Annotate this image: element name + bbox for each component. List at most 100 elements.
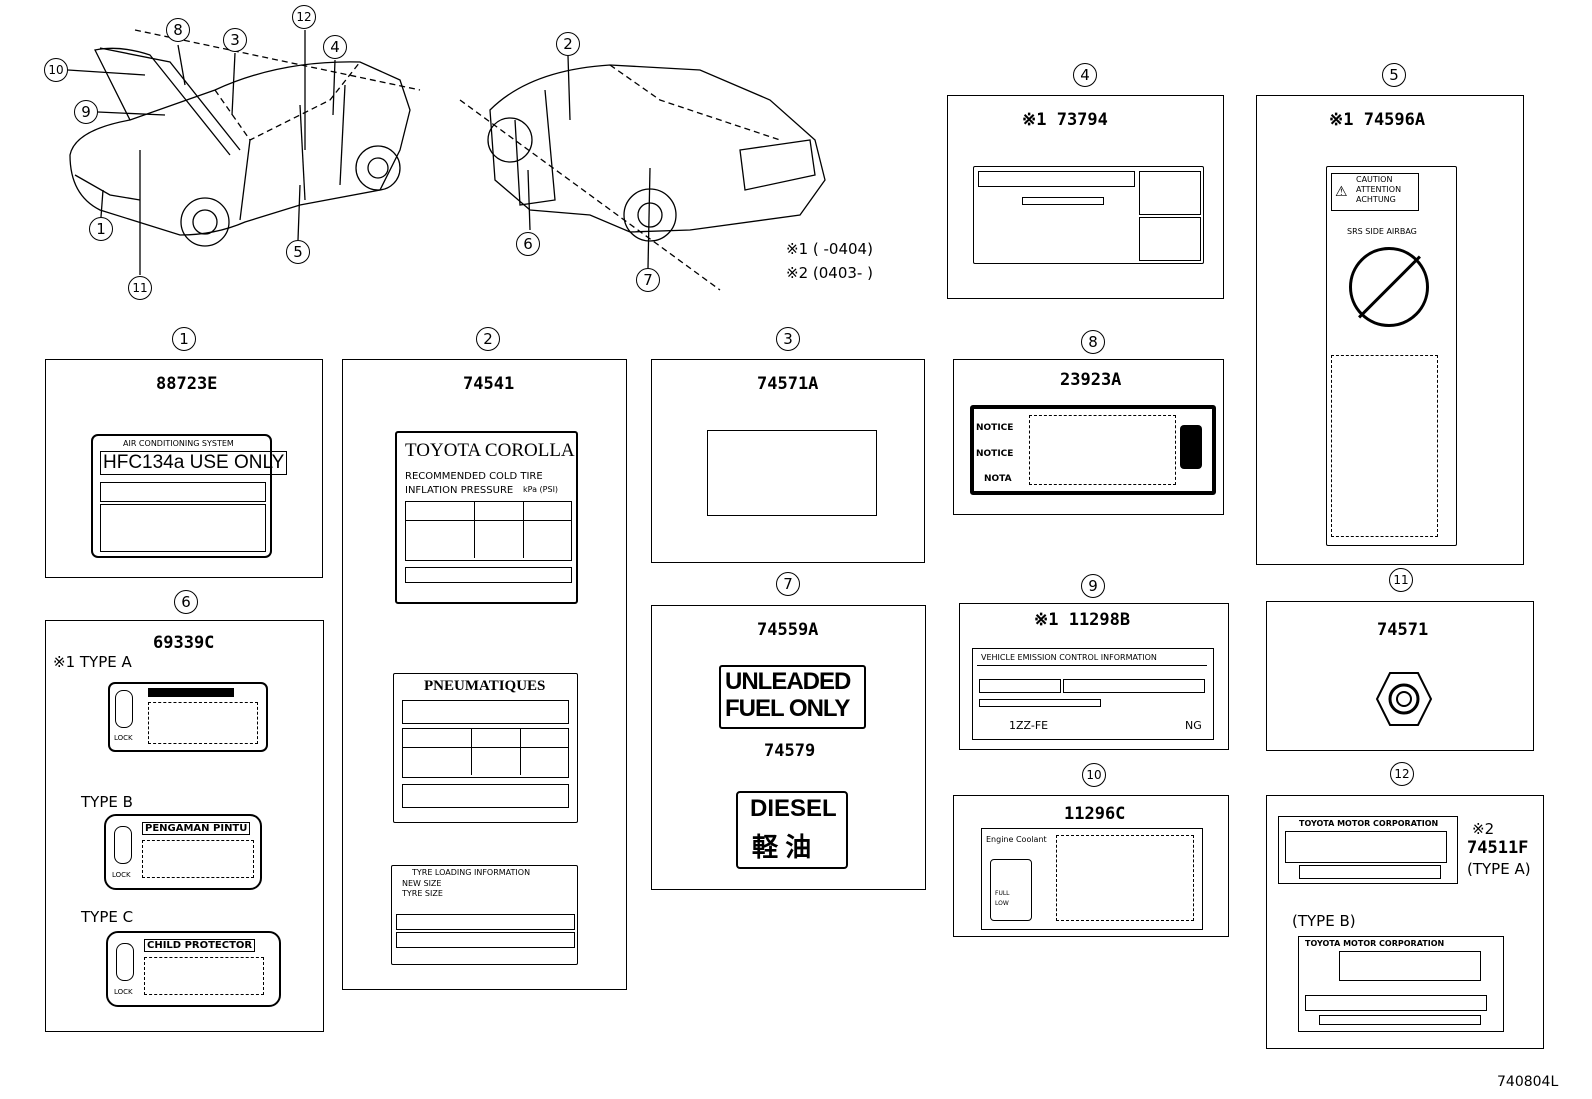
caution-box: CAUTION ATTENTION ACHTUNG ⚠ [1331, 173, 1419, 211]
panel-3-marker: 3 [776, 327, 800, 351]
part-number-74571: 74571 [1377, 620, 1429, 640]
tire-unit: kPa (PSI) [523, 485, 559, 494]
keiyu-text: 軽 油 [752, 832, 812, 862]
note-1: ※1 ( -0404) [786, 240, 873, 258]
pneumatiques-title: PNEUMATIQUES [424, 678, 546, 694]
marker-2[interactable]: 2 [556, 32, 580, 56]
text-line [1022, 197, 1104, 205]
seat-icon [1139, 171, 1201, 215]
marker-7[interactable]: 7 [636, 268, 660, 292]
tyre-row-1: NEW SIZE [402, 879, 442, 888]
label-pneumatiques: PNEUMATIQUES [393, 673, 578, 823]
panel-4-marker: 4 [1073, 63, 1097, 87]
toyota-corolla-title: TOYOTA COROLLA [405, 440, 575, 461]
type-b-lock-text: LOCK [112, 871, 131, 879]
full-text: FULL [995, 890, 1010, 897]
panel-3: 74571A [651, 359, 925, 563]
part-number-88723E: 88723E [156, 374, 218, 394]
panel-7: 74559A UNLEADED FUEL ONLY 74579 DIESEL 軽… [651, 605, 926, 890]
marker-3[interactable]: 3 [223, 28, 247, 52]
unleaded-text: UNLEADED [725, 668, 851, 695]
panel-1: 88723E AIR CONDITIONING SYSTEM HFC134a U… [45, 359, 323, 578]
marker-8[interactable]: 8 [166, 18, 190, 42]
coolant-bottle-icon: FULL LOW [990, 859, 1032, 921]
hex-nut-label-icon [1375, 670, 1433, 728]
label-11298B: VEHICLE EMISSION CONTROL INFORMATION 1ZZ… [972, 648, 1214, 740]
notice-1: NOTICE [976, 423, 1014, 433]
part-number-74541: 74541 [463, 374, 515, 394]
text-area [142, 840, 254, 878]
panel-6: 69339C ※1 TYPE A LOCK TYPE B LOCK PENGAM… [45, 620, 324, 1032]
panel-4: ※1 73794 [947, 95, 1224, 299]
injector-icon [1180, 425, 1202, 469]
tire-line-1: RECOMMENDED COLD TIRE [405, 471, 543, 482]
emission-header: VEHICLE EMISSION CONTROL INFORMATION [981, 653, 1157, 662]
attention-text: ATTENTION [1356, 185, 1402, 194]
label-tyre-loading: TYRE LOADING INFORMATION NEW SIZE TYRE S… [391, 865, 578, 965]
part-number-74579: 74579 [764, 741, 816, 761]
label-73794 [973, 166, 1204, 264]
type-b-label: TYPE B [81, 793, 133, 811]
label-74579: DIESEL 軽 油 [736, 791, 848, 869]
tyre-row-4 [396, 932, 575, 948]
marker-10[interactable]: 10 [44, 58, 68, 82]
tyre-row-3 [396, 914, 575, 930]
warning-triangle-icon: ⚠ [1335, 184, 1348, 200]
label-74571A [707, 430, 877, 516]
thai-text-bar [148, 688, 234, 697]
text-area [148, 702, 258, 744]
marker-5[interactable]: 5 [286, 240, 310, 264]
label-11296C: Engine Coolant FULL LOW [981, 828, 1203, 930]
caution-text: CAUTION [1356, 175, 1393, 184]
panel-1-marker: 1 [172, 327, 196, 351]
type-a-note: (TYPE A) [1467, 860, 1531, 878]
fuel-only-text: FUEL ONLY [725, 695, 850, 722]
maker-text-a: TOYOTA MOTOR CORPORATION [1299, 819, 1439, 828]
text-block [1331, 355, 1438, 537]
row-a [402, 700, 569, 724]
lock-icon [115, 690, 133, 728]
diagram-code: 740804L [1497, 1074, 1559, 1090]
type-b-note: (TYPE B) [1292, 912, 1356, 930]
ac-system-header: AIR CONDITIONING SYSTEM [123, 439, 234, 448]
panel-10-marker: 10 [1082, 763, 1106, 787]
panel-5: ※1 74596A CAUTION ATTENTION ACHTUNG ⚠ SR… [1256, 95, 1524, 565]
ng-code: NG [1185, 719, 1202, 732]
note-2: ※2 (0403- ) [786, 264, 873, 282]
marker-6[interactable]: 6 [516, 232, 540, 256]
tire-line-2: INFLATION PRESSURE [405, 485, 514, 496]
marker-9[interactable]: 9 [74, 100, 98, 124]
label-74511F-type-b: TOYOTA MOTOR CORPORATION [1298, 936, 1504, 1032]
text-area [1029, 415, 1176, 485]
part-number-74596A: ※1 74596A [1329, 110, 1426, 130]
notice-2: NOTICE [976, 449, 1014, 459]
type-c-label: TYPE C [81, 908, 134, 926]
diesel-text: DIESEL [750, 795, 837, 822]
part-number-74571A: 74571A [757, 374, 819, 394]
srs-side-airbag-text: SRS SIDE AIRBAG [1347, 227, 1417, 236]
grid-b [402, 728, 569, 778]
label-23923A: NOTICE NOTICE NOTA [970, 405, 1216, 495]
part-number-74559A: 74559A [757, 620, 819, 640]
text-area [1056, 835, 1194, 921]
panel-8-marker: 8 [1081, 330, 1105, 354]
low-text: LOW [995, 900, 1009, 907]
tyre-loading-header: TYRE LOADING INFORMATION [412, 868, 531, 877]
marker-11[interactable]: 11 [128, 276, 152, 300]
label-type-b: LOCK PENGAMAN PINTU [104, 814, 262, 890]
tyre-row-2: TYRE SIZE [402, 889, 443, 898]
nota: NOTA [984, 474, 1012, 484]
panel-12-marker: 12 [1390, 762, 1414, 786]
part-number-73794: ※1 73794 [1022, 110, 1108, 130]
type-a-lock-text: LOCK [114, 734, 133, 742]
marker-4[interactable]: 4 [323, 35, 347, 59]
type-a-label: ※1 TYPE A [53, 653, 132, 671]
panel-9: ※1 11298B VEHICLE EMISSION CONTROL INFOR… [959, 603, 1229, 750]
lock-icon [116, 943, 134, 981]
marker-12[interactable]: 12 [292, 5, 316, 29]
panel-9-marker: 9 [1081, 574, 1105, 598]
marker-1[interactable]: 1 [89, 217, 113, 241]
engine-coolant-text: Engine Coolant [986, 835, 1047, 844]
panel-10: 11296C Engine Coolant FULL LOW [953, 795, 1229, 937]
panel-5-marker: 5 [1382, 63, 1406, 87]
